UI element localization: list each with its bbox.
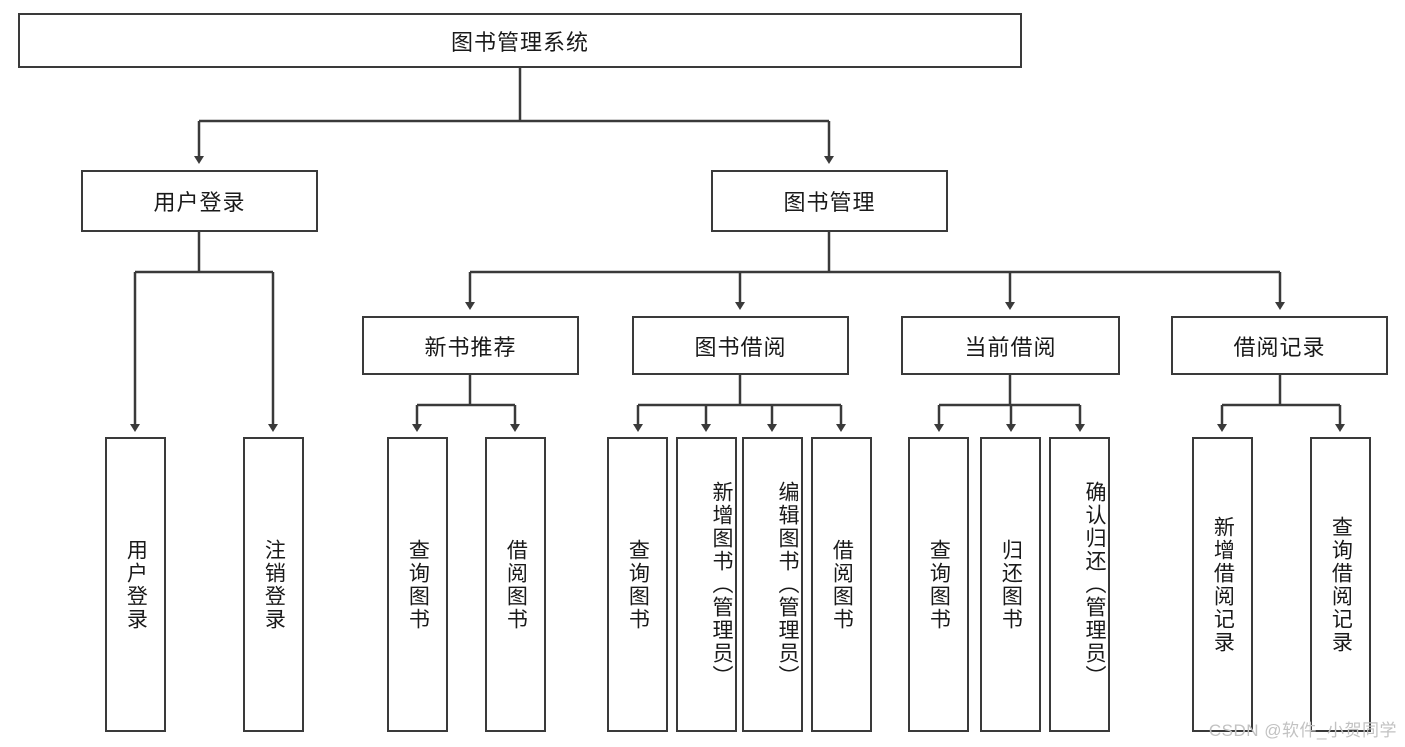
leaf-return-book[interactable]: 归还图书 (980, 437, 1041, 732)
node-label: 新书推荐 (424, 334, 517, 360)
node-book-borrow[interactable]: 图书借阅 (632, 316, 849, 375)
leaf-borrow-book-recommend[interactable]: 借阅图书 (485, 437, 546, 732)
node-label: 当前借阅 (964, 334, 1057, 360)
node-label: 新增图书（管理员） (710, 481, 733, 688)
node-book-management[interactable]: 图书管理 (711, 170, 948, 232)
leaf-query-borrow-record[interactable]: 查询借阅记录 (1310, 437, 1371, 732)
node-label: 查询图书 (927, 538, 951, 631)
watermark: CSDN @软件_小贺同学 (1208, 721, 1397, 740)
leaf-query-book-recommend[interactable]: 查询图书 (387, 437, 448, 732)
node-label: 用户登录 (153, 190, 246, 215)
node-label: 注销登录 (262, 538, 286, 631)
leaf-user-login[interactable]: 用户登录 (105, 437, 166, 732)
leaf-add-book-admin[interactable]: 新增图书（管理员） (676, 437, 737, 732)
node-new-book-recommend[interactable]: 新书推荐 (362, 316, 579, 375)
leaf-query-book-current[interactable]: 查询图书 (908, 437, 969, 732)
node-label: 图书管理 (783, 190, 876, 215)
leaf-confirm-return-admin[interactable]: 确认归还（管理员） (1049, 437, 1110, 732)
node-label: 图书管理系统 (450, 29, 589, 55)
leaf-add-borrow-record[interactable]: 新增借阅记录 (1192, 437, 1253, 732)
leaf-edit-book-admin[interactable]: 编辑图书（管理员） (742, 437, 803, 732)
node-label: 查询图书 (406, 538, 430, 631)
node-label: 编辑图书（管理员） (776, 481, 799, 688)
node-label: 图书借阅 (694, 334, 787, 360)
leaf-borrow-book[interactable]: 借阅图书 (811, 437, 872, 732)
node-label: 归还图书 (999, 538, 1023, 631)
node-user-login[interactable]: 用户登录 (81, 170, 318, 232)
leaf-logout-login[interactable]: 注销登录 (243, 437, 304, 732)
leaf-query-book-borrow[interactable]: 查询图书 (607, 437, 668, 732)
node-label: 查询图书 (626, 538, 650, 631)
node-label: 借阅图书 (830, 538, 854, 631)
node-label: 新增借阅记录 (1211, 515, 1235, 654)
node-borrow-record[interactable]: 借阅记录 (1171, 316, 1388, 375)
node-current-borrow[interactable]: 当前借阅 (901, 316, 1120, 375)
node-label: 确认归还（管理员） (1083, 481, 1106, 688)
node-label: 用户登录 (124, 538, 148, 631)
node-root-book-management-system[interactable]: 图书管理系统 (18, 13, 1022, 68)
node-label: 借阅记录 (1233, 334, 1326, 360)
node-label: 借阅图书 (504, 538, 528, 631)
node-label: 查询借阅记录 (1329, 515, 1353, 654)
